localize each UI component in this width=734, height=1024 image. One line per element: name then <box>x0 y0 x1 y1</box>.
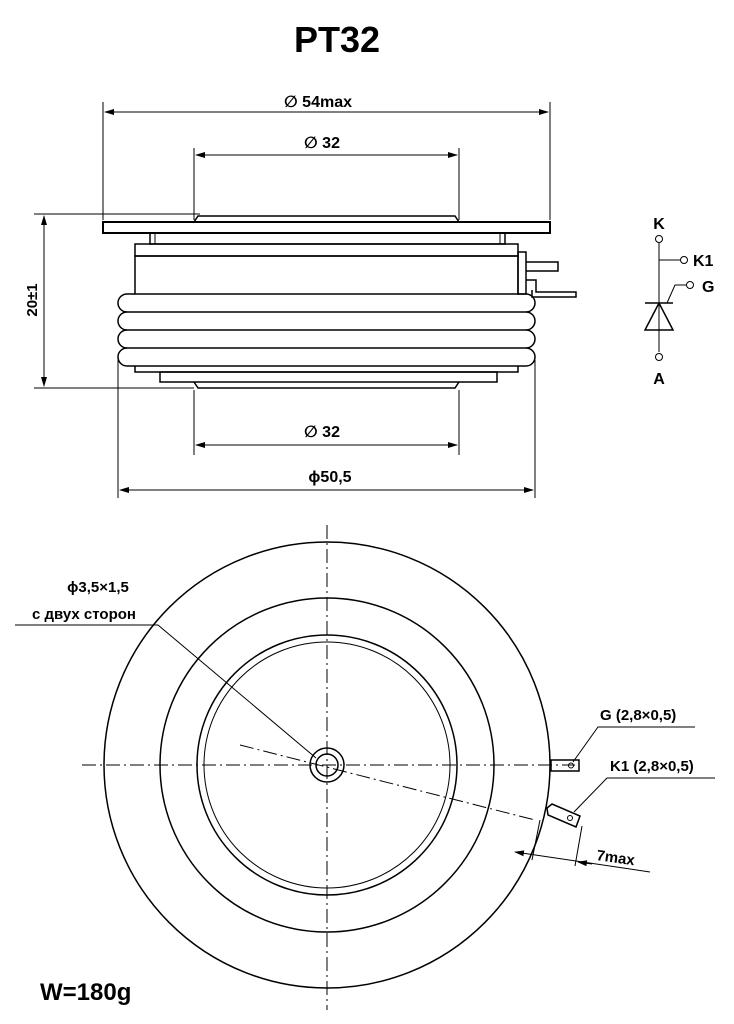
dim-height-label: 20±1 <box>24 283 41 316</box>
symbol-cathode-label: K <box>653 216 665 233</box>
bottom-contact-plate <box>193 381 460 389</box>
side-terminals <box>517 251 577 298</box>
dim-top-contact-label: ∅ 32 <box>304 135 340 152</box>
dim-terminal-label: 7max <box>595 847 636 869</box>
body-circle <box>159 597 495 933</box>
insulator-ribs <box>117 293 536 367</box>
hole-note-label: с двух сторон <box>32 606 136 623</box>
cathode-terminal-dot <box>655 235 663 243</box>
center-hole <box>315 753 339 777</box>
side-view: ∅ 54max ∅ 32 ∅ 32 ϕ50,5 20±1 <box>24 94 577 498</box>
flange <box>102 221 551 234</box>
ceramic-body <box>134 243 519 257</box>
dim-body-label: ϕ50,5 <box>308 469 351 486</box>
dim-bottom-contact-label: ∅ 32 <box>304 424 340 441</box>
hole-size-label: ϕ3,5×1,5 <box>67 579 129 596</box>
page-title: PT32 <box>294 19 380 60</box>
outer-flange-circle <box>103 541 551 989</box>
center-hole-outer <box>309 747 345 783</box>
dim-outer-label: ∅ 54max <box>284 94 352 111</box>
k1-terminal-dot <box>680 256 688 264</box>
thyristor-symbol: K K1 G A <box>643 216 714 388</box>
symbol-anode-label: A <box>653 371 665 388</box>
contact-circle <box>196 634 458 896</box>
gate-terminal-label: G (2,8×0,5) <box>600 707 676 724</box>
symbol-gate-label: G <box>702 279 714 296</box>
symbol-k1-label: K1 <box>693 253 714 270</box>
k1-terminal-label: K1 (2,8×0,5) <box>610 758 694 775</box>
anode-terminal-dot <box>655 353 663 361</box>
weight-label: W=180g <box>40 979 131 1006</box>
gate-terminal: G (2,8×0,5) <box>550 707 695 772</box>
k1-terminal: K1 (2,8×0,5) <box>546 758 715 829</box>
top-contact-plate <box>193 215 460 223</box>
gate-terminal-dot <box>686 281 694 289</box>
terminal-axis-line <box>239 744 536 821</box>
top-view: ϕ3,5×1,5 с двух сторон G (2,8×0,5) K1 (2… <box>15 525 715 1010</box>
diode-triangle <box>643 301 675 331</box>
